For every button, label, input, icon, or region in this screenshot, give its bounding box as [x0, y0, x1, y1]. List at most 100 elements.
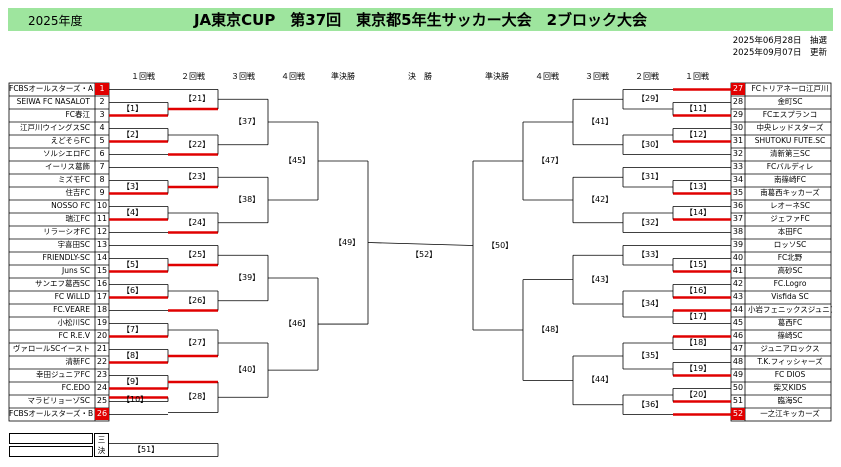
- team-number: 37: [732, 214, 744, 223]
- team-name: FC北野: [777, 253, 803, 262]
- team-number: 45: [732, 318, 744, 327]
- team-name: FC春江: [65, 110, 90, 119]
- match-label-44: 【44】: [587, 375, 614, 385]
- team-name: ジュニアロックス: [760, 344, 820, 353]
- update-date: 2025年09月07日 更新: [732, 48, 827, 58]
- match-label-9: 【9】: [122, 377, 144, 386]
- team-number: 6: [99, 149, 105, 158]
- team-name: 篠崎SC: [777, 331, 803, 340]
- match-label-19: 【19】: [685, 364, 712, 373]
- team-name: 南篠崎FC: [773, 175, 807, 184]
- match-label-2: 【2】: [122, 130, 144, 139]
- team-name: SHUTOKU FUTE.SC: [754, 136, 826, 145]
- match-label-49: 【49】: [334, 237, 361, 247]
- third-place-slot-a: [9, 433, 93, 444]
- team-name: FCBSオールスターズ・B: [9, 409, 93, 418]
- match-label-13: 【13】: [685, 182, 712, 191]
- match-label-52: 【52】: [411, 249, 438, 259]
- team-name: FCバルディレ: [766, 162, 814, 171]
- match-label-23: 【23】: [184, 172, 211, 182]
- team-name: えどそらFC: [50, 136, 90, 145]
- match-label-34: 【34】: [637, 299, 664, 308]
- team-name: 瑞江FC: [65, 214, 90, 223]
- team-number: 51: [732, 396, 744, 405]
- team-number: 42: [732, 279, 744, 288]
- team-number: 15: [96, 266, 108, 275]
- match-label-50: 【50】: [487, 240, 514, 250]
- team-number: 4: [99, 123, 105, 132]
- team-name: FRIENDLY-SC: [42, 253, 90, 262]
- team-number: 48: [732, 357, 744, 366]
- match-label-31: 【31】: [637, 172, 664, 182]
- team-number: 27: [731, 83, 745, 95]
- match-label-3: 【3】: [122, 182, 144, 191]
- match-label-8: 【8】: [122, 351, 144, 360]
- team-number: 2: [99, 97, 105, 106]
- team-number: 44: [732, 305, 744, 314]
- match-label-1: 【1】: [122, 104, 144, 113]
- match-label-36: 【36】: [637, 399, 664, 409]
- match-label-11: 【11】: [685, 104, 712, 113]
- team-number: 7: [99, 162, 105, 171]
- draw-date: 2025年06月28日 抽選: [732, 36, 827, 46]
- team-name: Visfida SC: [771, 292, 809, 301]
- match-label-38: 【38】: [234, 195, 261, 204]
- team-name: ヴァロールSCイースト: [12, 344, 90, 353]
- team-name: 高砂SC: [777, 266, 803, 275]
- team-number: 11: [96, 214, 108, 223]
- team-number: 41: [732, 266, 744, 275]
- round-label-right-4: ４回戦: [535, 72, 559, 81]
- team-number: 35: [732, 188, 744, 197]
- team-number: 19: [96, 318, 108, 327]
- match-label-4: 【4】: [122, 208, 144, 217]
- match-label-21: 【21】: [184, 94, 211, 104]
- team-number: 29: [732, 110, 744, 119]
- season-year: 2025年度: [28, 14, 83, 28]
- match-label-40: 【40】: [234, 365, 261, 375]
- round-label-left-4: ４回戦: [281, 72, 305, 81]
- final-round-label: 決 勝: [408, 72, 432, 81]
- match-label-43: 【43】: [587, 274, 614, 284]
- team-number: 50: [732, 383, 744, 392]
- team-number: 18: [96, 305, 108, 314]
- team-name: イーリス葛飾: [45, 162, 90, 171]
- match-label-45: 【45】: [284, 156, 311, 165]
- team-name: 柴又KIDS: [773, 383, 807, 392]
- team-number: 49: [732, 370, 744, 379]
- match-label-20: 【20】: [685, 390, 712, 399]
- match-label-28: 【28】: [184, 392, 211, 402]
- team-number: 24: [96, 383, 108, 392]
- team-number: 8: [99, 175, 105, 184]
- team-name: 小松川SC: [57, 318, 91, 327]
- team-number: 38: [732, 227, 744, 236]
- team-name: Juns SC: [61, 266, 90, 275]
- team-name: 金町SC: [777, 97, 803, 106]
- match-label-48: 【48】: [537, 325, 564, 334]
- team-number: 14: [96, 253, 108, 262]
- team-name: FCトリアネーロ江戸川: [751, 84, 829, 93]
- match-label-17: 【17】: [685, 312, 712, 321]
- team-number: 28: [732, 97, 744, 106]
- match-label-30: 【30】: [637, 139, 664, 149]
- team-number: 12: [96, 227, 108, 236]
- team-number: 13: [96, 240, 108, 249]
- third-place-playoff: 三 決: [9, 433, 109, 457]
- team-name: FC DIOS: [774, 370, 806, 379]
- team-name: 宇喜田SC: [57, 240, 91, 249]
- match-label-37: 【37】: [234, 117, 261, 126]
- team-name: 本田FC: [777, 227, 803, 236]
- team-number: 36: [732, 201, 744, 210]
- match-label-39: 【39】: [234, 273, 261, 282]
- team-name: レオーネSC: [770, 201, 810, 210]
- team-name: ミズモFC: [57, 175, 90, 184]
- team-number: 52: [731, 408, 745, 420]
- match-label-29: 【29】: [637, 94, 664, 104]
- team-name: FC.VEARE: [53, 305, 90, 314]
- round-label-left-1: １回戦: [131, 72, 155, 81]
- team-number: 33: [732, 162, 744, 171]
- team-number: 25: [96, 396, 108, 405]
- team-name: 南葛西キッカーズ: [760, 188, 820, 197]
- team-number: 22: [96, 357, 108, 366]
- team-number: 46: [732, 331, 744, 340]
- team-name: ジェファFC: [770, 214, 810, 223]
